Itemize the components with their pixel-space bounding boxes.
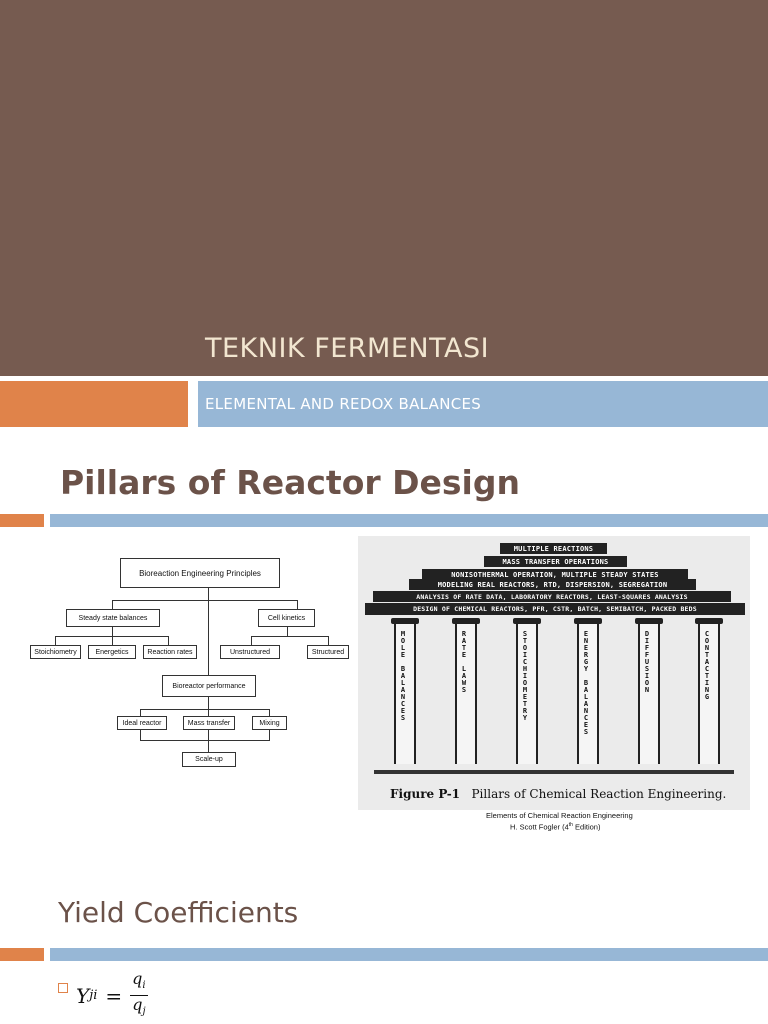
slide-title: TEKNIK FERMENTASI	[205, 333, 490, 364]
tier-2: MASS TRANSFER OPERATIONS	[484, 556, 627, 567]
citation-author: H. Scott Fogler (4th Edition)	[510, 822, 601, 832]
figure-caption-text: Pillars of Chemical Reaction Engineering…	[471, 787, 727, 801]
pillar-5	[638, 624, 660, 764]
pillar-1	[394, 624, 416, 764]
pillar-2	[455, 624, 477, 764]
title-band	[0, 0, 768, 376]
node-stoichiometry: Stoichiometry	[30, 645, 81, 659]
orange-accent-bar	[0, 514, 44, 527]
pillars-ground	[374, 770, 734, 774]
orange-accent-block	[0, 381, 188, 427]
slide3-title: Yield Coefficients	[58, 896, 299, 929]
pillar-4	[577, 624, 599, 764]
slide2-title: Pillars of Reactor Design	[60, 463, 520, 502]
node-steady-state: Steady state balances	[66, 609, 160, 627]
tier-1: MULTIPLE REACTIONS	[500, 543, 607, 554]
slide-subtitle: ELEMENTAL AND REDOX BALANCES	[205, 395, 482, 413]
node-cell-kinetics: Cell kinetics	[258, 609, 315, 627]
node-reaction-rates: Reaction rates	[143, 645, 197, 659]
blue-accent-bar-2	[50, 948, 768, 961]
tier-4: MODELING REAL REACTORS, RTD, DISPERSION,…	[409, 579, 696, 590]
tier-5: ANALYSIS OF RATE DATA, LABORATORY REACTO…	[373, 591, 731, 602]
node-mixing: Mixing	[252, 716, 287, 730]
node-root: Bioreaction Engineering Principles	[120, 558, 280, 588]
pillar-label-5: DIFFUSION	[643, 630, 651, 693]
pillar-label-6: CONTACTING	[703, 630, 711, 700]
node-energetics: Energetics	[88, 645, 136, 659]
blue-accent-bar	[50, 514, 768, 527]
bullet-square-icon	[58, 983, 68, 993]
node-mass-transfer: Mass transfer	[183, 716, 235, 730]
figure-caption: Figure P-1 Pillars of Chemical Reaction …	[390, 787, 726, 801]
pillar-6	[698, 624, 720, 764]
node-unstructured: Unstructured	[220, 645, 280, 659]
tier-6: DESIGN OF CHEMICAL REACTORS, PFR, CSTR, …	[365, 603, 745, 615]
pillar-label-2: RATE LAWS	[460, 630, 468, 693]
node-structured: Structured	[307, 645, 349, 659]
pillar-label-1: MOLE BALANCES	[399, 630, 407, 721]
node-scale-up: Scale-up	[182, 752, 236, 767]
pillar-label-4: ENERGY BALANCES	[582, 630, 590, 735]
pillar-label-3: STOICHIOMETRY	[521, 630, 529, 721]
orange-accent-bar-2	[0, 948, 44, 961]
node-bioreactor-performance: Bioreactor performance	[162, 675, 256, 697]
blue-accent-block	[198, 381, 768, 427]
tier-3: NONISOTHERMAL OPERATION, MULTIPLE STEADY…	[422, 569, 688, 580]
bioreaction-org-chart: Bioreaction Engineering Principles Stead…	[0, 540, 355, 780]
pillar-3	[516, 624, 538, 764]
figure-caption-label: Figure P-1	[390, 787, 461, 801]
citation-book: Elements of Chemical Reaction Engineerin…	[486, 811, 633, 820]
node-ideal-reactor: Ideal reactor	[117, 716, 167, 730]
